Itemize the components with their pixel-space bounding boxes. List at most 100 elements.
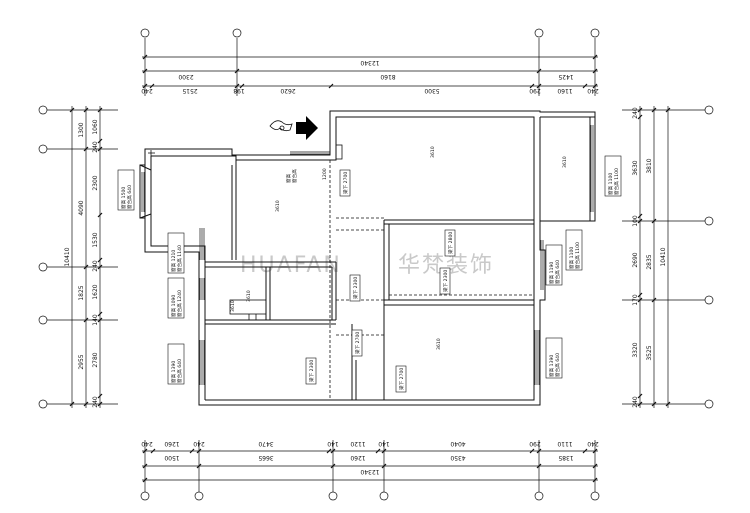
top-seg-8: 1160 bbox=[557, 87, 572, 94]
window-right-1 bbox=[590, 125, 594, 212]
right-dimension-block bbox=[622, 106, 705, 408]
room-note-2: 窗台高 bbox=[291, 169, 298, 183]
bottom-seg-2: 1260 bbox=[164, 440, 179, 447]
beam-tag-7: 梁下 2700 bbox=[395, 365, 407, 393]
top-seg-4: 198 bbox=[233, 87, 245, 94]
window-left-2 bbox=[199, 228, 205, 260]
window-left-4 bbox=[199, 340, 205, 385]
top-dimension-block bbox=[142, 38, 598, 96]
left-seg-2: 240 bbox=[92, 141, 99, 153]
window-right-3 bbox=[534, 330, 540, 385]
top-seg-7: 290 bbox=[529, 87, 541, 94]
entrance-person-icon bbox=[269, 120, 293, 132]
right-total-dimension: 10410 bbox=[660, 247, 667, 266]
bottom-seg-9: 290 bbox=[529, 440, 541, 447]
window-top-door bbox=[290, 151, 330, 155]
room-label-top-right: 3610 bbox=[430, 146, 436, 158]
left-segment-dims: 1060 240 2300 1530 240 1620 140 2780 240 bbox=[92, 119, 99, 408]
beam-tag-1-text: 梁下 2700 bbox=[342, 172, 349, 194]
top-seg-9: 240 bbox=[587, 87, 599, 94]
interior-walls bbox=[205, 116, 595, 400]
top-seg-5: 2620 bbox=[280, 87, 295, 94]
watermark: HUAFAN 华梵装饰 bbox=[240, 253, 492, 278]
top-axis-bubbles bbox=[140, 28, 600, 38]
bottom-sub-dims: 1500 3665 1260 4350 1385 bbox=[164, 454, 573, 461]
right-seg-1: 240 bbox=[632, 107, 639, 119]
exterior-walls bbox=[139, 110, 596, 406]
beam-lines bbox=[329, 160, 534, 400]
window-spec-3-height: 窗高 1090 bbox=[170, 295, 177, 317]
room-label-small: 3610 bbox=[230, 300, 236, 312]
left-sub-dims: 1300 4090 1825 2955 bbox=[78, 122, 85, 369]
top-sub-dim-1: 8160 bbox=[380, 73, 395, 80]
bottom-segment-dims: 240 1260 240 3470 140 1120 140 4040 290 … bbox=[141, 440, 599, 447]
window-spec-7-height: 窗高 1190 bbox=[548, 262, 555, 284]
window-spec-7: 窗高 1190 窗台高 640 bbox=[545, 244, 563, 286]
beam-tag-6-text: 梁下 2300 bbox=[308, 360, 315, 382]
window-spec-8: 窗高 1390 窗台高 640 bbox=[545, 337, 563, 379]
right-axis-bubbles bbox=[704, 105, 714, 409]
windows bbox=[141, 125, 594, 385]
bottom-seg-5: 140 bbox=[327, 440, 339, 447]
bottom-seg-7: 140 bbox=[378, 440, 390, 447]
left-seg-4: 1530 bbox=[92, 232, 99, 247]
right-sub-2: 2835 bbox=[646, 254, 653, 269]
window-right-2 bbox=[540, 240, 544, 290]
left-seg-6: 1620 bbox=[92, 284, 99, 299]
right-seg-7: 240 bbox=[632, 396, 639, 408]
window-spec-1-sill: 窗台高 640 bbox=[126, 185, 133, 209]
right-seg-3: 100 bbox=[632, 215, 639, 227]
bottom-dimension-block bbox=[142, 440, 598, 492]
window-spec-5-height: 窗高 1100 bbox=[607, 173, 614, 195]
beam-tag-5: 梁下 2700 bbox=[351, 329, 363, 357]
window-spec-4: 窗高 1390 窗台高 640 bbox=[167, 343, 185, 385]
right-seg-4: 2690 bbox=[632, 252, 639, 267]
window-spec-7-sill: 窗台高 640 bbox=[554, 260, 561, 284]
top-seg-1: 240 bbox=[141, 87, 153, 94]
bottom-sub-5: 1385 bbox=[558, 454, 573, 461]
window-spec-5-sill: 窗台高 1100 bbox=[613, 168, 620, 195]
beam-tag-4: 梁下 2300 bbox=[349, 274, 361, 302]
left-axis-bubbles bbox=[38, 105, 48, 409]
window-spec-3-sill: 窗台高 1240 bbox=[176, 290, 183, 317]
watermark-latin: HUAFAN bbox=[240, 253, 342, 278]
room-mark-2: 3610 bbox=[246, 290, 252, 302]
beam-tag-5-text: 梁下 2700 bbox=[354, 332, 361, 354]
beam-tag-6: 梁下 2300 bbox=[305, 357, 317, 385]
left-seg-1: 1060 bbox=[92, 119, 99, 134]
beam-tag-3: 梁下 2300 bbox=[439, 267, 451, 295]
left-seg-9: 240 bbox=[92, 396, 99, 408]
top-total-dimension: 12340 bbox=[360, 59, 379, 66]
window-spec-8-sill: 窗台高 640 bbox=[554, 353, 561, 377]
left-seg-5: 240 bbox=[92, 260, 99, 272]
beam-tag-1: 梁下 2700 bbox=[339, 169, 351, 197]
bottom-axis-bubbles bbox=[140, 491, 600, 501]
top-seg-3: 2300 bbox=[178, 73, 193, 80]
window-spec-4-sill: 窗台高 640 bbox=[176, 359, 183, 383]
window-spec-5: 窗高 1100 窗台高 1100 bbox=[604, 155, 622, 197]
room-labels: 3610 3610 3610 3610 3610 窗高 窗台高 1200 361… bbox=[230, 146, 568, 350]
window-spec-4-height: 窗高 1390 bbox=[170, 361, 177, 383]
right-sub-1: 3810 bbox=[646, 158, 653, 173]
right-seg-6: 3320 bbox=[632, 342, 639, 357]
left-sub-2: 4090 bbox=[78, 200, 85, 215]
left-sub-1: 1300 bbox=[78, 122, 85, 137]
left-sub-3: 1825 bbox=[78, 285, 85, 300]
bottom-seg-6: 1120 bbox=[350, 440, 365, 447]
bottom-sub-2: 3665 bbox=[258, 454, 273, 461]
left-seg-7: 140 bbox=[92, 314, 99, 326]
window-spec-2: 窗高 1210 窗台高 1140 bbox=[167, 232, 185, 274]
window-spec-1: 窗高 1500 窗台高 640 bbox=[117, 169, 135, 211]
window-spec-6-height: 窗高 1100 bbox=[568, 247, 575, 269]
window-left-bay bbox=[141, 172, 145, 212]
right-seg-5: 170 bbox=[632, 294, 639, 306]
right-sub-3: 3525 bbox=[646, 345, 653, 360]
window-spec-8-height: 窗高 1390 bbox=[548, 355, 555, 377]
top-segment-dims: 240 2515 2300 198 2620 5300 290 1160 240 bbox=[141, 73, 599, 94]
right-segment-dims: 240 3630 100 2690 170 3320 240 bbox=[632, 107, 639, 408]
bottom-total-dimension: 12340 bbox=[360, 468, 379, 475]
beam-tag-2-text: 梁下 2800 bbox=[447, 232, 454, 254]
beam-tag-3-text: 梁下 2300 bbox=[442, 270, 449, 292]
room-label-middle: 3610 bbox=[275, 200, 281, 212]
bottom-sub-4: 4350 bbox=[450, 454, 465, 461]
